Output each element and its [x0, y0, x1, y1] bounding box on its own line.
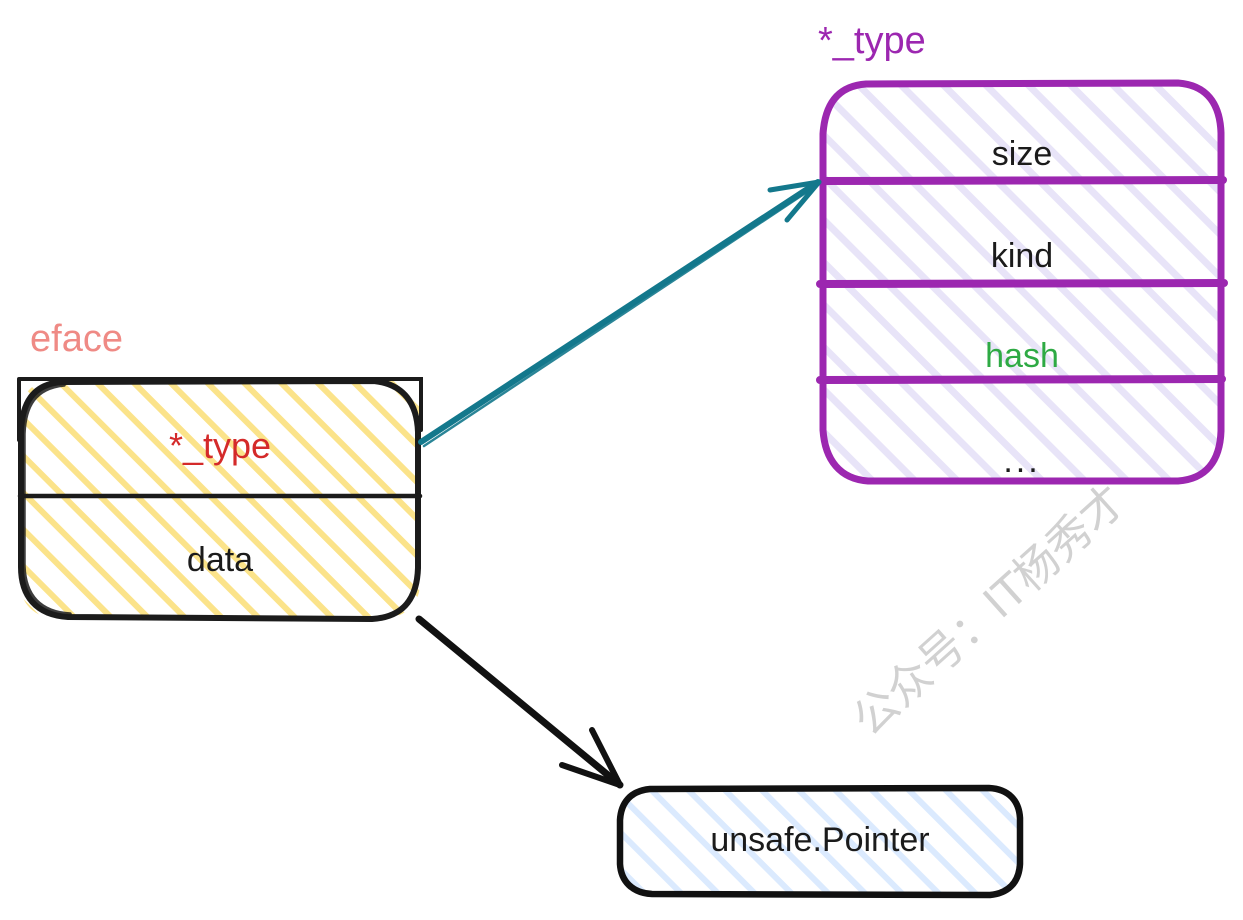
- type-arrow-head-upper: [767, 179, 822, 193]
- eface-box[interactable]: [17, 377, 423, 622]
- unsafe-pointer-box-outline: [616, 784, 1024, 899]
- type-arrow-shaft-sketch: [422, 184, 818, 448]
- type-divider-2: [816, 279, 1228, 288]
- type-arrow: [418, 179, 822, 448]
- eface-title-label: eface: [30, 318, 123, 360]
- type-divider-3: [816, 375, 1226, 384]
- type-box-outline: [819, 79, 1225, 485]
- eface-box-outline-sketch: [22, 383, 72, 616]
- data-arrow-shaft: [415, 615, 624, 789]
- eface-box-outline: [18, 378, 421, 622]
- type-box[interactable]: [816, 79, 1228, 485]
- eface-box-fill: [20, 379, 420, 618]
- data-arrow-head-lower: [559, 762, 623, 788]
- type-arrow-head-lower: [784, 179, 822, 223]
- data-arrow-head-upper: [589, 727, 623, 788]
- type-title-label: *_type: [818, 20, 926, 62]
- unsafe-pointer-box[interactable]: [616, 784, 1024, 899]
- unsafe-pointer-box-fill: [621, 788, 1019, 894]
- type-arrow-shaft: [418, 179, 821, 445]
- type-divider-1: [819, 176, 1227, 185]
- data-arrow: [415, 615, 624, 789]
